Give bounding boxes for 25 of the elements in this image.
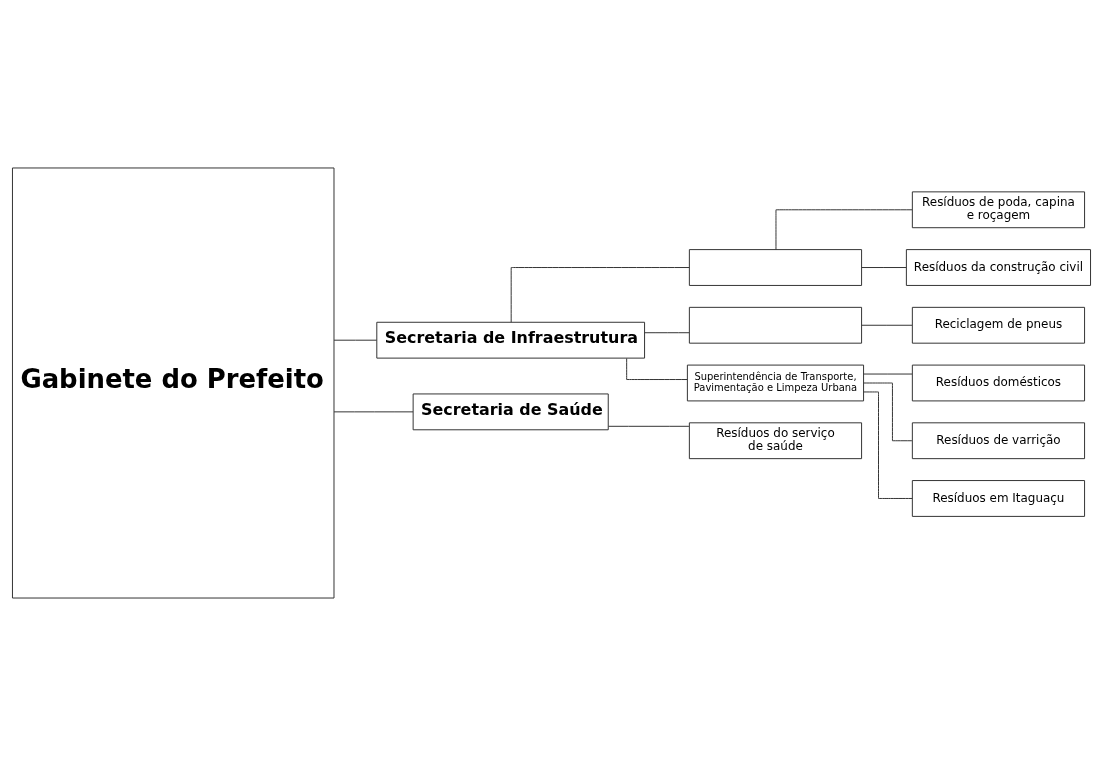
node-box: Secretaria de Saúde <box>412 392 609 430</box>
connector <box>626 357 688 380</box>
connector <box>863 390 913 499</box>
node-box: Resíduos domésticos <box>911 364 1086 401</box>
node-box: Gabinete do Prefeito <box>11 167 335 598</box>
connector <box>333 339 378 341</box>
node-box: Secretaria de Infraestrutura <box>376 321 646 359</box>
connector <box>863 382 913 441</box>
connector <box>510 266 690 323</box>
node-box: Resíduos da construção civil <box>905 248 1092 286</box>
node-box: Resíduos do serviço de saúde <box>688 421 863 459</box>
connector <box>608 425 690 427</box>
node-box: Resíduos de poda, capina e roçagem <box>911 190 1086 228</box>
node-box: Reciclagem de pneus <box>911 306 1086 344</box>
connector <box>333 410 414 412</box>
connector <box>863 373 913 375</box>
connector <box>861 266 907 268</box>
connector <box>775 208 913 250</box>
node-box: Superintendência de Transporte, Pavimentação e Limpeza Urbana <box>686 364 865 401</box>
node-box <box>688 248 863 286</box>
node-box: Resíduos de varrição <box>911 421 1086 459</box>
connector <box>644 331 690 333</box>
connector <box>861 324 913 326</box>
node-box: Resíduos em Itaguaçu <box>911 479 1086 517</box>
node-box <box>688 306 863 344</box>
